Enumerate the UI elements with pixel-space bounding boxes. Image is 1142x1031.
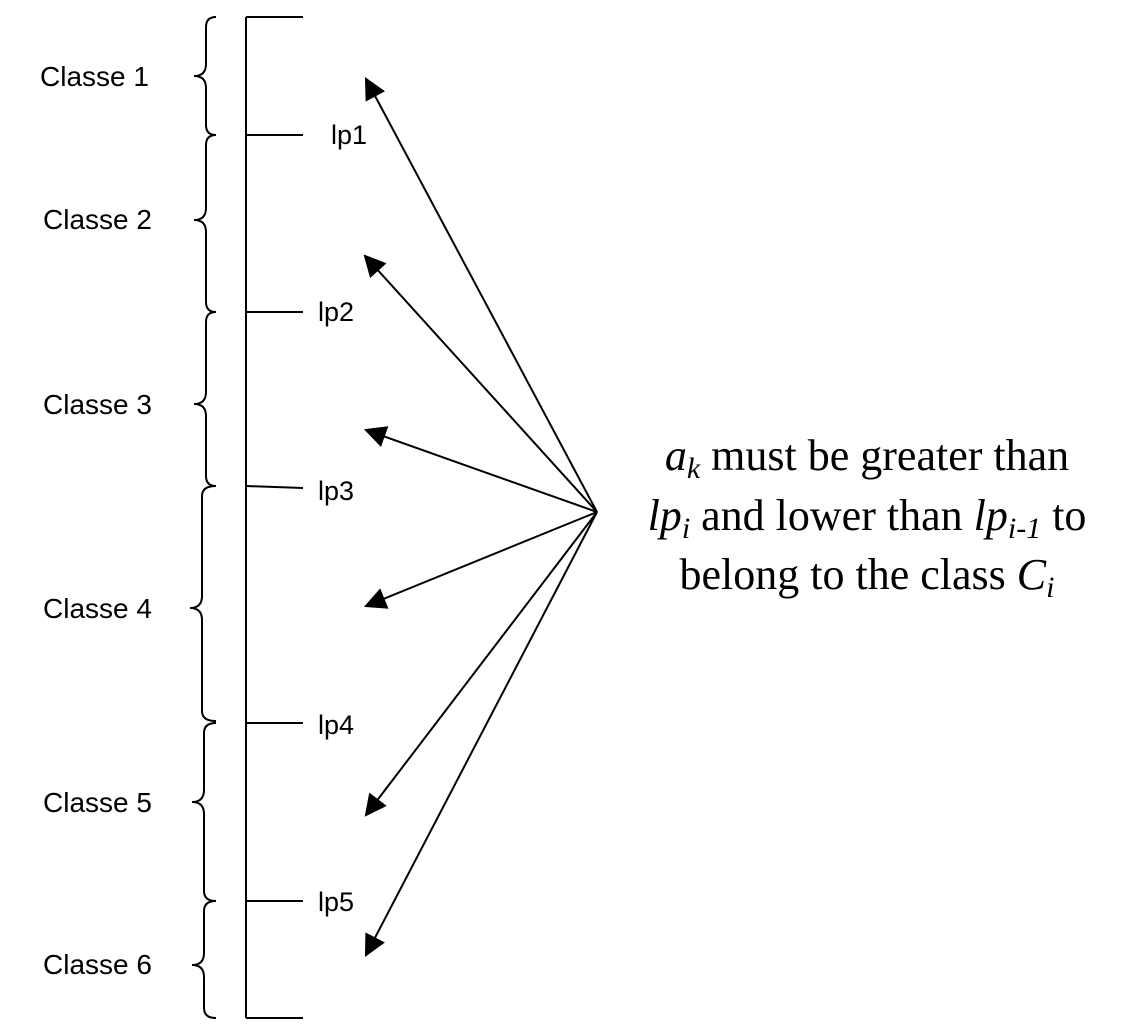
- brace-classe-6: [191, 900, 217, 1019]
- class-label: Classe 4: [43, 593, 152, 624]
- caption-sub-k: k: [687, 452, 701, 485]
- arrow-to-classe-2: [363, 254, 598, 513]
- limit-label: lp2: [318, 297, 354, 327]
- class-labels: Classe 1 Classe 2 Classe 3 Classe 4 Clas…: [40, 61, 152, 980]
- class-braces: [189, 16, 217, 1019]
- brace-classe-5: [191, 722, 217, 902]
- brace-classe-2: [193, 134, 217, 313]
- brace-classe-3: [193, 311, 217, 487]
- caption-var-lp-prev: lp: [974, 491, 1008, 540]
- caption-line-1: ak must be greater than: [665, 431, 1069, 485]
- arrow-to-classe-4: [363, 511, 598, 609]
- caption: ak must be greater than lpi and lower th…: [648, 431, 1087, 604]
- caption-var-lp: lp: [648, 491, 682, 540]
- scale-axis: [245, 16, 304, 1019]
- caption-line-3: belong to the class Ci: [680, 550, 1055, 604]
- arrow-to-classe-5: [364, 511, 598, 817]
- arrows: [363, 77, 598, 957]
- arrow-to-classe-1: [364, 77, 598, 513]
- caption-sub-i-class: i: [1046, 571, 1054, 604]
- caption-var-a: a: [665, 431, 687, 480]
- limit-label: lp4: [318, 710, 354, 740]
- class-label: Classe 6: [43, 949, 152, 980]
- limit-label: lp5: [318, 887, 354, 917]
- brace-classe-1: [193, 16, 217, 136]
- arrow-to-classe-6: [364, 511, 598, 957]
- caption-sub-i-minus-1: i-1: [1008, 512, 1041, 545]
- caption-line-2-end: to: [1041, 491, 1086, 540]
- limit-labels: lp1 lp2 lp3 lp4 lp5: [318, 120, 367, 917]
- caption-line-3-text: belong to the class: [680, 550, 1017, 599]
- class-label: Classe 1: [40, 61, 149, 92]
- caption-line-1-text: must be greater than: [700, 431, 1069, 480]
- caption-sub-i: i: [682, 512, 690, 545]
- class-label: Classe 3: [43, 389, 152, 420]
- caption-var-c: C: [1017, 550, 1047, 599]
- brace-classe-4: [189, 485, 217, 722]
- limit-label: lp3: [318, 476, 354, 506]
- limit-label: lp1: [331, 120, 367, 150]
- arrow-to-classe-3: [363, 426, 598, 513]
- class-label: Classe 2: [43, 204, 152, 235]
- caption-line-2: lpi and lower than lpi-1 to: [648, 491, 1087, 545]
- caption-line-2-mid: and lower than: [690, 491, 973, 540]
- class-label: Classe 5: [43, 787, 152, 818]
- lp3-tick: [245, 485, 304, 489]
